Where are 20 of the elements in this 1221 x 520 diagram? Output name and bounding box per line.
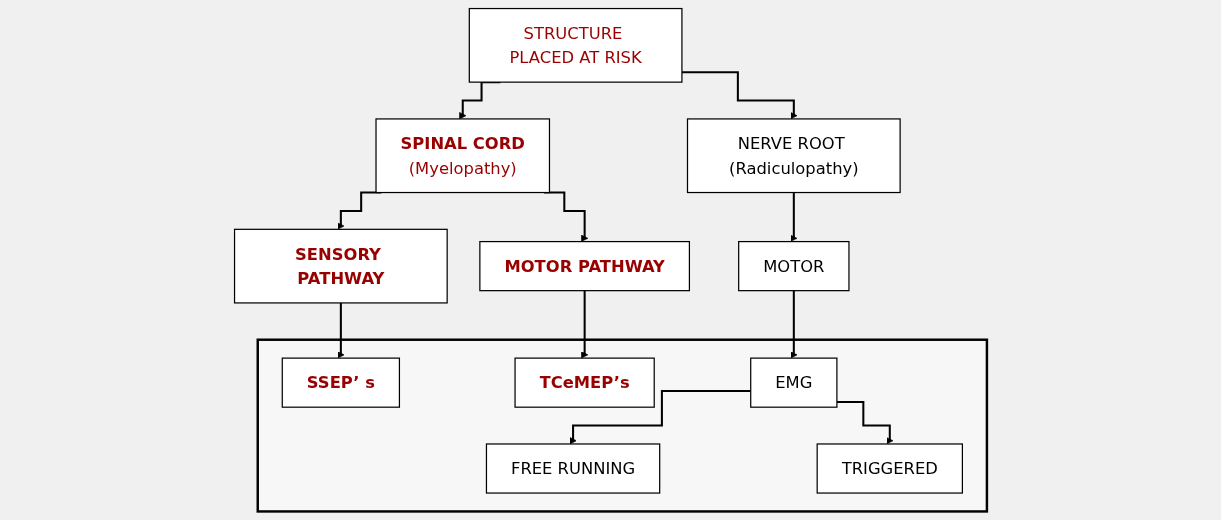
node-box: TRIGGERED	[816, 443, 963, 494]
arrow	[569, 390, 751, 445]
node-box: SSEP’ s	[281, 357, 400, 408]
arrow	[337, 191, 382, 230]
arrow	[337, 301, 345, 359]
node-box: MOTOR PATHWAY	[479, 240, 690, 292]
node-box: EMG	[749, 357, 838, 408]
arrow	[790, 289, 798, 359]
arrow	[681, 71, 798, 120]
node-box: NERVE ROOT (Radiculopathy)	[686, 118, 901, 194]
cluster	[256, 338, 988, 513]
node-box: MOTOR	[737, 240, 850, 292]
arrow	[836, 400, 894, 445]
node-box: STRUCTURE PLACED AT RISK	[468, 7, 683, 83]
node-box: FREE RUNNING	[485, 443, 661, 494]
arrow	[580, 289, 588, 359]
node-box: SENSORY PATHWAY	[233, 228, 448, 304]
node-box: SPINAL CORD (Myelopathy)	[375, 118, 550, 194]
node-box: TCeMEP’s	[514, 357, 655, 408]
arrow	[790, 191, 798, 242]
